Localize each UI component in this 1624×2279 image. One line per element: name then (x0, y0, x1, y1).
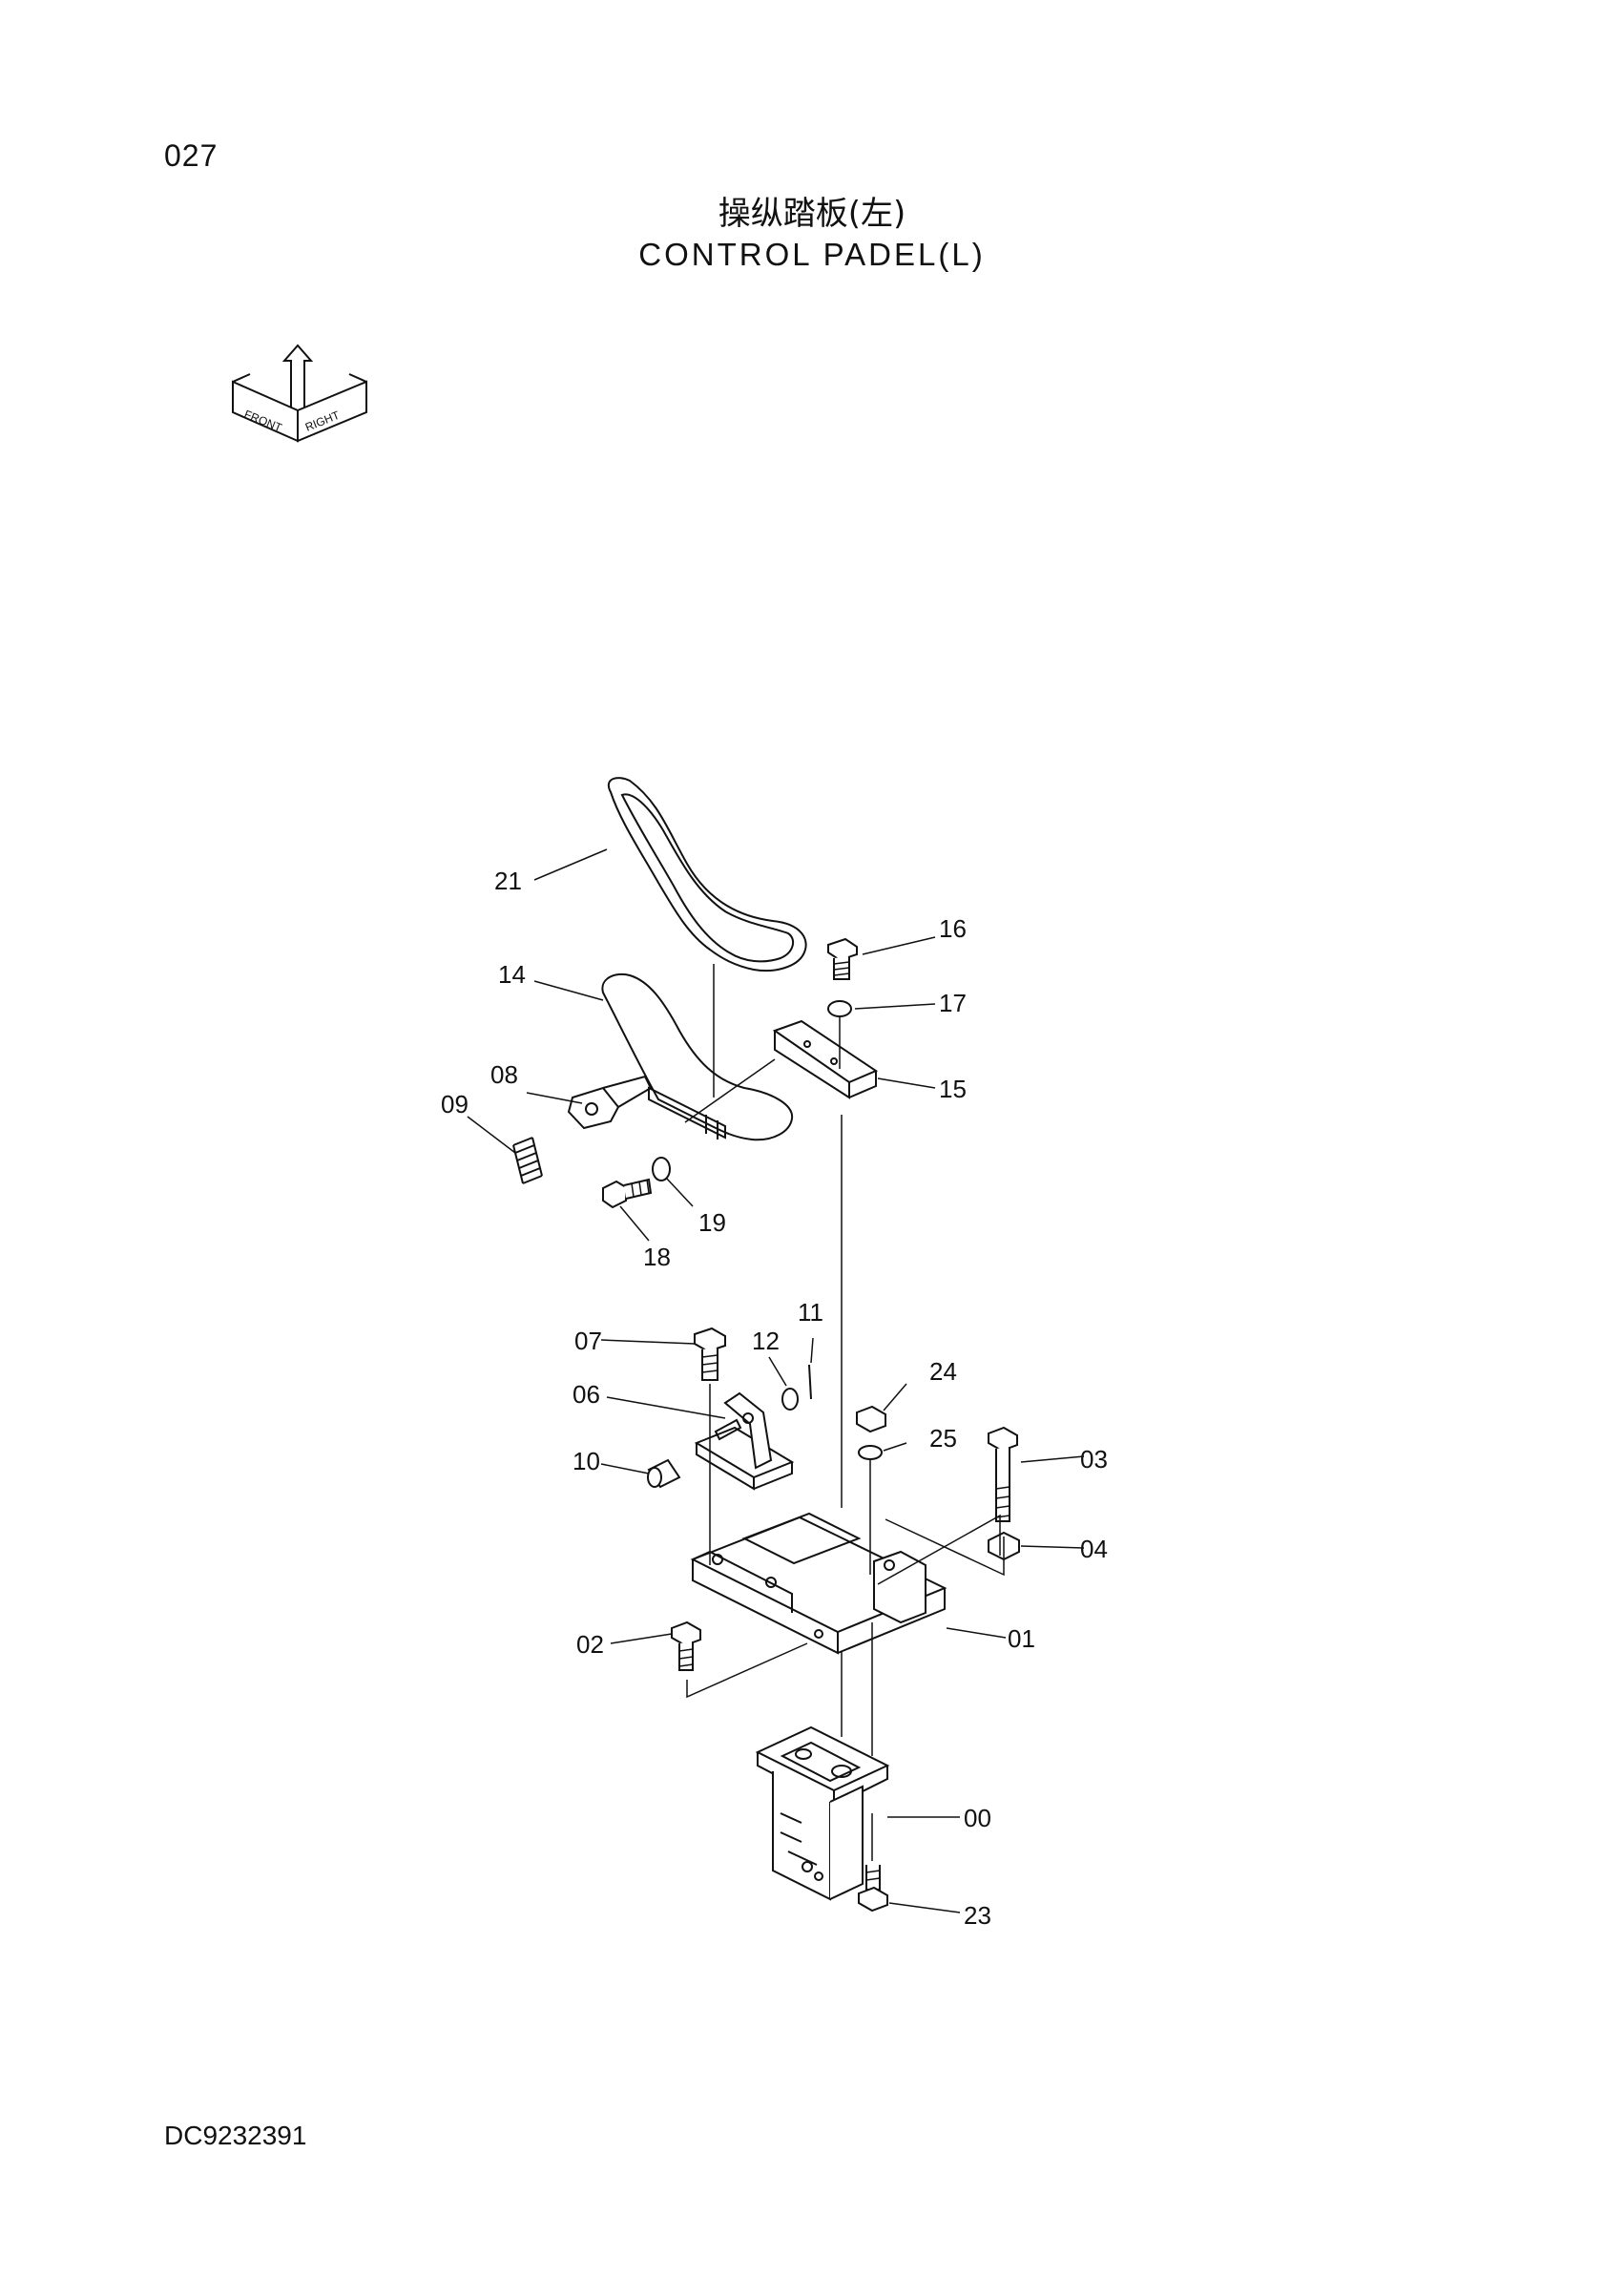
part-17-washer (827, 1000, 852, 1017)
part-09-spring (512, 1137, 543, 1184)
callout-07: 07 (574, 1327, 602, 1355)
front-right-orientation-icon: FRONT RIGHT (232, 344, 367, 443)
part-18-bolt (602, 1178, 653, 1209)
part-16-bolt (827, 937, 858, 980)
callout-02: 02 (576, 1630, 604, 1659)
callout-14: 14 (498, 960, 526, 989)
part-01-base-plate (690, 1512, 947, 1655)
callout-24: 24 (929, 1357, 957, 1386)
callout-03: 03 (1080, 1445, 1108, 1474)
callout-17: 17 (939, 989, 967, 1017)
part-10-pin (647, 1458, 681, 1489)
callout-21: 21 (494, 867, 522, 895)
callout-04: 04 (1080, 1535, 1108, 1563)
callout-12: 12 (752, 1327, 780, 1355)
callout-11: 11 (798, 1298, 823, 1327)
part-24-nut (856, 1405, 886, 1433)
callout-10: 10 (573, 1447, 600, 1475)
callout-15: 15 (939, 1075, 967, 1103)
part-07-bolt (694, 1327, 726, 1381)
callout-09: 09 (441, 1090, 468, 1119)
page-number: 027 (164, 138, 219, 173)
callout-23: 23 (964, 1901, 991, 1930)
callout-16: 16 (939, 914, 967, 943)
callout-leader-lines (467, 848, 1085, 1913)
callout-18: 18 (643, 1243, 671, 1271)
assembly-center-lines (684, 964, 1005, 1861)
title-chinese: 操纵踏板(左) (718, 195, 906, 233)
callout-00: 00 (964, 1804, 991, 1832)
callout-numbers: 21 16 14 17 08 15 09 19 18 11 07 12 24 0… (441, 867, 1108, 1930)
part-08-lever (567, 1075, 653, 1130)
part-15-bracket (772, 1019, 879, 1099)
title-english: CONTROL PADEL(L) (638, 237, 986, 272)
part-02-bolt (671, 1620, 701, 1671)
part-00-pilot-valve (755, 1725, 890, 1901)
part-06-bracket (694, 1391, 795, 1491)
part-14-pedal-plate (601, 973, 794, 1141)
callout-01: 01 (1008, 1624, 1035, 1653)
callout-19: 19 (698, 1208, 726, 1237)
part-12-washer (781, 1388, 799, 1411)
document-code: DC9232391 (164, 2121, 307, 2150)
part-21-pedal-rubber (608, 777, 807, 972)
callout-06: 06 (573, 1380, 600, 1409)
part-11-pin (808, 1364, 812, 1400)
part-23-bolt (858, 1865, 888, 1913)
callout-08: 08 (490, 1060, 518, 1089)
part-19-washer (652, 1157, 671, 1181)
part-25-washer (858, 1445, 883, 1460)
part-03-bolt (988, 1426, 1018, 1522)
callout-25: 25 (929, 1424, 957, 1453)
